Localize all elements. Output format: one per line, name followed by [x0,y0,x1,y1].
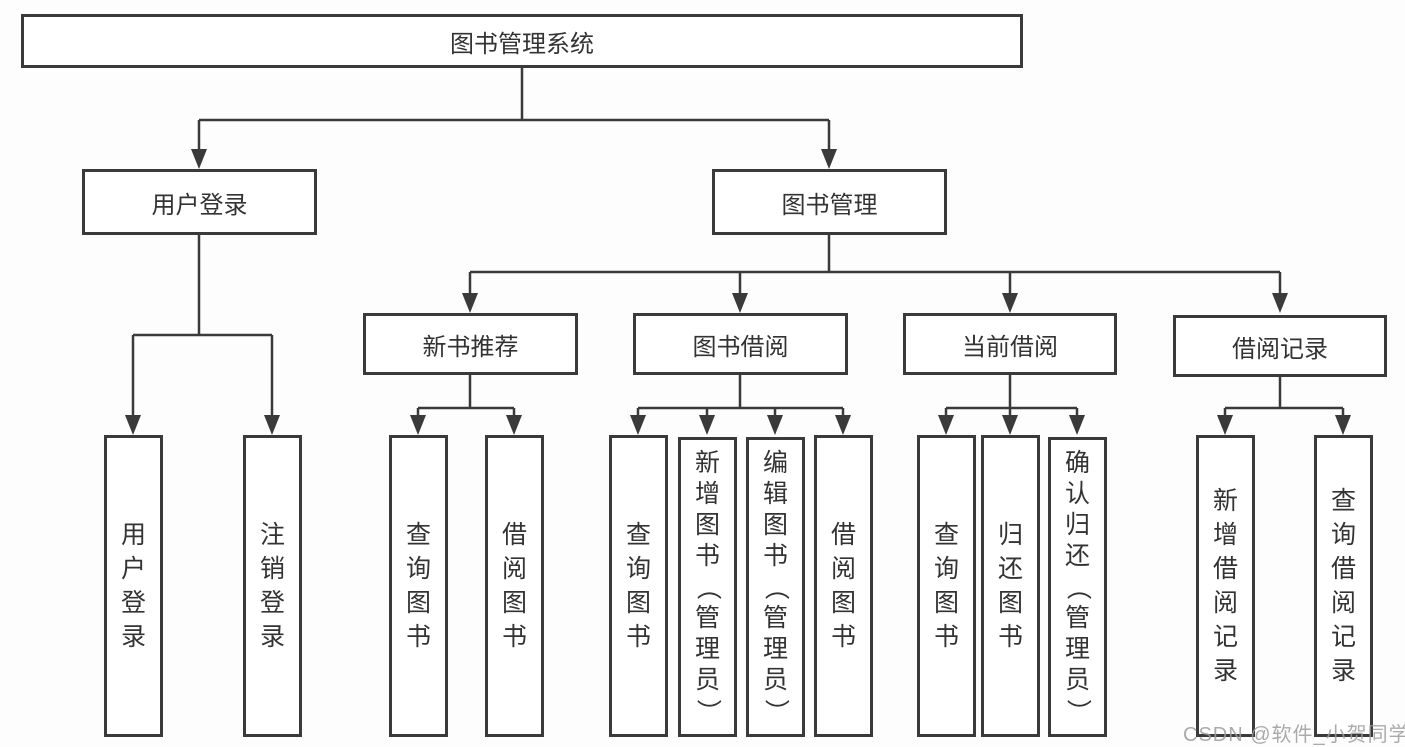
node-label: 新书推荐 [422,333,519,361]
node-book-management: 图书管理 [712,169,947,235]
node-label: 借阅记录 [1232,335,1328,363]
leaf-query-books-current: 查询图书 [917,435,976,737]
leaf-edit-books-admin: 编辑图书（管理员） [746,437,805,737]
node-label: 借阅图书 [501,521,527,651]
leaf-add-borrow-record: 新增借阅记录 [1196,435,1255,737]
leaf-query-books-recommend: 查询图书 [389,435,448,737]
node-label: 归还图书 [997,521,1023,651]
leaf-query-books-borrow: 查询图书 [609,435,668,737]
node-label: 用户登录 [120,521,146,651]
node-user-login: 用户登录 [82,169,317,235]
leaf-borrow-books: 借阅图书 [814,435,873,737]
node-label: 确认归还（管理员） [1063,448,1092,724]
node-label: 图书借阅 [692,333,789,361]
leaf-logout: 注销登录 [243,435,302,737]
node-label: 图书管理 [781,191,878,219]
leaf-add-books-admin: 新增图书（管理员） [678,437,737,737]
node-label: 查询图书 [625,521,651,651]
leaf-confirm-return-admin: 确认归还（管理员） [1048,437,1107,737]
node-label: 查询借阅记录 [1330,487,1356,685]
leaf-query-borrow-record: 查询借阅记录 [1314,435,1373,737]
node-label: 当前借阅 [962,333,1058,361]
node-label: 新增借阅记录 [1212,487,1238,685]
node-label: 借阅图书 [830,521,856,651]
node-label: 图书管理系统 [450,30,594,58]
node-label: 新增图书（管理员） [693,448,722,724]
node-new-book-recommend: 新书推荐 [363,313,578,375]
node-label: 查询图书 [933,521,959,651]
arrow-heads [125,149,1351,435]
node-book-borrowing: 图书借阅 [633,313,848,375]
leaf-return-books: 归还图书 [981,435,1040,737]
node-label: 查询图书 [405,521,431,651]
csdn-watermark: CSDN @软件_小贺同学 [1183,724,1405,746]
node-label: 注销登录 [259,521,285,651]
leaf-borrow-books-recommend: 借阅图书 [485,435,544,737]
node-label: 用户登录 [151,191,248,219]
leaf-user-login: 用户登录 [104,435,163,737]
node-library-management-system: 图书管理系统 [21,14,1023,68]
node-borrow-records: 借阅记录 [1173,315,1387,377]
node-current-borrowing: 当前借阅 [903,313,1117,375]
node-label: 编辑图书（管理员） [761,448,790,724]
